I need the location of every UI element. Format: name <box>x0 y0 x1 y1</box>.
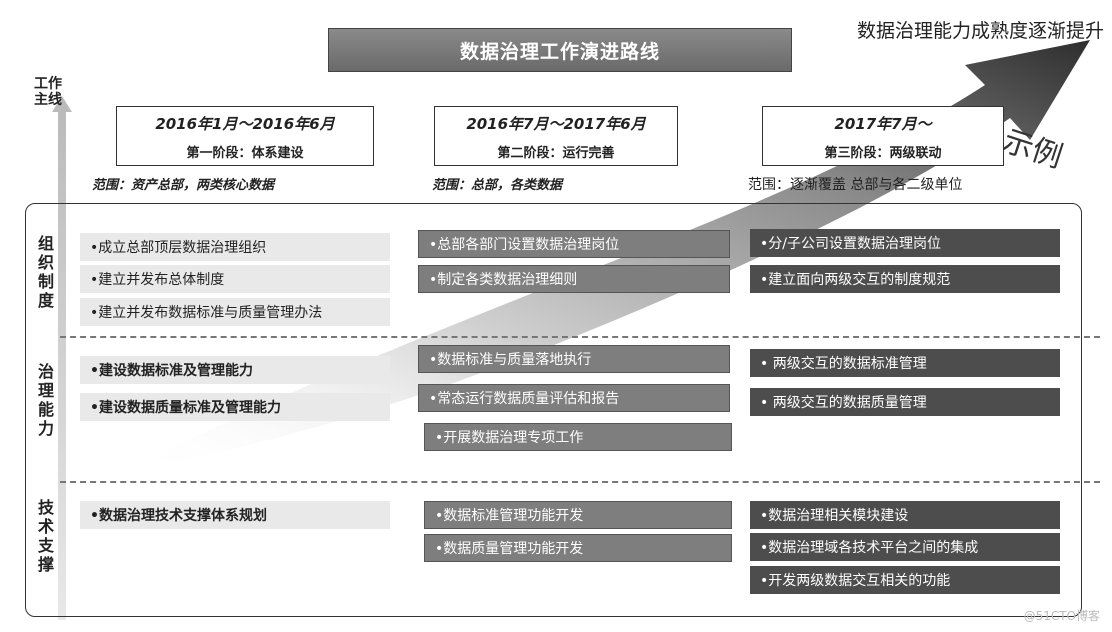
item-org-phase1-2: •建立并发布总体制度 <box>80 265 390 293</box>
row-label-technology-text: 技 术 支 撑 <box>37 498 54 574</box>
item-gov-phase2-1: •数据标准与质量落地执行 <box>418 345 730 373</box>
row-label-technology: 技 术 支 撑 <box>36 498 56 574</box>
item-org-phase1-3: •建立并发布数据标准与质量管理办法 <box>80 298 390 326</box>
item-tech-phase1-1: •数据治理技术支撑体系规划 <box>80 501 390 529</box>
maturity-caption: 数据治理能力成熟度逐渐提升 <box>856 20 1104 42</box>
watermark: @51CTO博客 <box>1023 609 1100 623</box>
phase-3-scope: 范围：逐渐覆盖 总部与各二级单位 <box>748 177 963 193</box>
row-divider-2 <box>60 481 1100 483</box>
phase-1-dates: 2016年1月～2016年6月 <box>155 115 335 133</box>
work-axis-line <box>58 110 66 620</box>
phase-1-stage: 第一阶段：体系建设 <box>186 146 304 161</box>
phase-2-box: 2016年7月～2017年6月 第二阶段：运行完善 <box>434 106 678 166</box>
item-gov-phase3-1: • 两级交互的数据标准管理 <box>750 349 1060 377</box>
phase-1-box: 2016年1月～2016年6月 第一阶段：体系建设 <box>116 106 374 166</box>
phase-1-scope: 范围：资产总部，两类核心数据 <box>92 178 275 193</box>
phase-2-dates: 2016年7月～2017年6月 <box>466 115 646 133</box>
phase-3-box: 2017年7月～ 第三阶段：两级联动 <box>762 106 1004 166</box>
work-axis-label-text: 工作 主线 <box>34 76 62 108</box>
item-org-phase3-1: •分/子公司设置数据治理岗位 <box>750 229 1060 257</box>
row-label-governance: 治 理 能 力 <box>36 362 56 438</box>
item-gov-phase1-2: •建设数据质量标准及管理能力 <box>80 393 390 421</box>
item-org-phase2-1: •总部各部门设置数据治理岗位 <box>418 230 730 258</box>
row-label-organization: 组 织 制 度 <box>36 234 56 310</box>
item-tech-phase2-1: •数据标准管理功能开发 <box>424 501 732 529</box>
phase-3-dates: 2017年7月～ <box>834 115 932 133</box>
item-tech-phase3-1: •数据治理相关模块建设 <box>750 501 1060 529</box>
work-axis-label: 工作 主线 <box>34 76 74 108</box>
item-org-phase2-2: •制定各类数据治理细则 <box>418 265 730 293</box>
row-label-governance-text: 治 理 能 力 <box>37 362 54 438</box>
phase-2-scope: 范围：总部，各类数据 <box>432 178 563 193</box>
phase-2-stage: 第二阶段：运行完善 <box>497 146 615 161</box>
item-tech-phase3-2: •数据治理域各技术平台之间的集成 <box>750 533 1060 561</box>
item-gov-phase2-2: •常态运行数据质量评估和报告 <box>418 384 730 412</box>
phase-3-stage: 第三阶段：两级联动 <box>824 146 942 161</box>
item-gov-phase3-2: • 两级交互的数据质量管理 <box>750 388 1060 416</box>
work-axis-arrowhead <box>52 96 72 112</box>
roadmap-title: 数据治理工作演进路线 <box>328 28 792 72</box>
row-divider-1 <box>60 336 1100 338</box>
item-org-phase3-2: •建立面向两级交互的制度规范 <box>750 265 1060 293</box>
item-org-phase1-1: •成立总部顶层数据治理组织 <box>80 233 390 261</box>
content-frame <box>25 203 1082 617</box>
item-gov-phase2-3: •开展数据治理专项工作 <box>424 423 732 451</box>
item-tech-phase3-3: •开发两级数据交互相关的功能 <box>750 566 1060 594</box>
item-gov-phase1-1: •建设数据标准及管理能力 <box>80 356 390 384</box>
item-tech-phase2-2: •数据质量管理功能开发 <box>424 534 732 562</box>
row-label-organization-text: 组 织 制 度 <box>37 234 54 310</box>
